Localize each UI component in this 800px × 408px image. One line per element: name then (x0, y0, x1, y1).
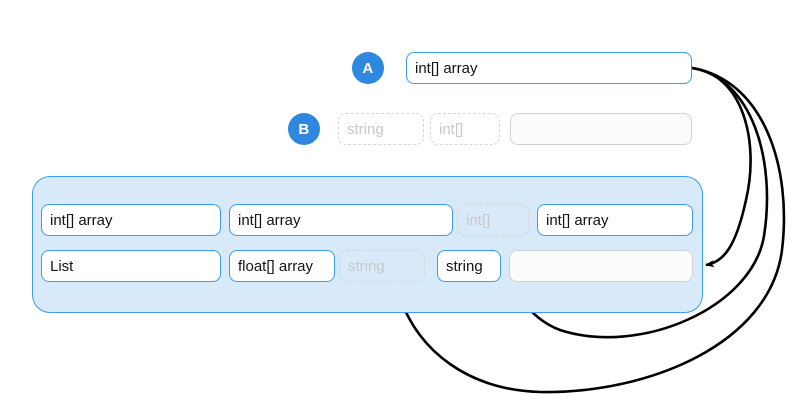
panel-row2-empty-slot[interactable] (509, 250, 693, 282)
field-b-empty-slot[interactable] (510, 113, 692, 145)
panel-row1-int-array-3[interactable]: int[] array (537, 204, 693, 236)
panel-row1-int-array-2[interactable]: int[] array (229, 204, 453, 236)
field-b-ghost-string[interactable]: string (338, 113, 424, 145)
highlighted-panel: int[] array int[] array int[] int[] arra… (32, 176, 703, 313)
field-b-ghost-int-array[interactable]: int[] (430, 113, 500, 145)
panel-row2-ghost-string[interactable]: string (339, 250, 425, 282)
panel-row1-ghost-int-array[interactable]: int[] (457, 204, 529, 236)
field-a-type[interactable]: int[] array (406, 52, 692, 84)
panel-row2-string[interactable]: string (437, 250, 501, 282)
panel-row2-list[interactable]: List (41, 250, 221, 282)
panel-row2-float-array[interactable]: float[] array (229, 250, 335, 282)
badge-a: A (352, 52, 384, 84)
panel-row1-int-array-1[interactable]: int[] array (41, 204, 221, 236)
badge-b: B (288, 113, 320, 145)
